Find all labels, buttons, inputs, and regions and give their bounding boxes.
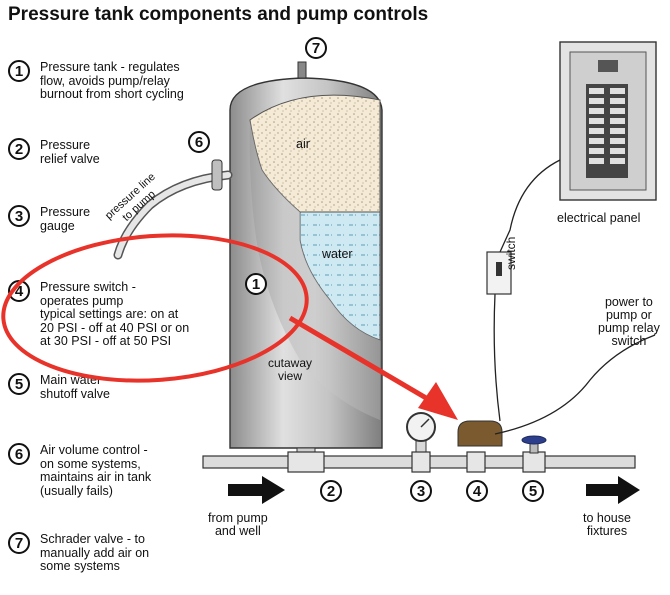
callout-air-control: 6 <box>188 131 210 153</box>
callout-gauge: 3 <box>410 480 432 502</box>
legend-item-4: 4 Pressure switch - operates pump typica… <box>8 280 248 349</box>
label-from-pump: from pump and well <box>208 511 268 538</box>
legend-text: Pressure relief valve <box>40 138 100 166</box>
schrader-valve <box>297 61 307 79</box>
tank-tee <box>287 451 325 473</box>
legend-text: Pressure gauge <box>40 205 91 233</box>
arrow-from-pump <box>228 476 285 504</box>
callout-shutoff: 5 <box>522 480 544 502</box>
annotation-circle <box>1 233 309 383</box>
legend-number: 2 <box>8 138 30 160</box>
legend-item-2: 2 Pressure relief valve <box>8 138 248 166</box>
callout-relief: 2 <box>320 480 342 502</box>
callout-tank: 1 <box>245 273 267 295</box>
legend-number: 6 <box>8 443 30 465</box>
tank-inner-wall <box>249 120 380 420</box>
callout-switch: 4 <box>466 480 488 502</box>
arrow-to-house <box>586 476 640 504</box>
legend-item-6: 6 Air volume control - on some systems, … <box>8 443 248 498</box>
label-power: power to pump or pump relay switch <box>598 295 660 348</box>
shutoff-valve <box>522 451 546 473</box>
legend-number: 5 <box>8 373 30 395</box>
label-electrical-panel: electrical panel <box>557 211 641 225</box>
legend-text: Schrader valve - to manually add air on … <box>40 532 150 573</box>
legend-text: Pressure switch - operates pump typical … <box>40 280 190 348</box>
label-switch: switch <box>504 236 518 270</box>
page-title: Pressure tank components and pump contro… <box>8 4 429 25</box>
pressure-switch <box>457 420 503 447</box>
callout-schrader: 7 <box>305 37 327 59</box>
label-to-house: to house fixtures <box>583 511 631 538</box>
legend-item-1: 1 Pressure tank - regulates flow, avoids… <box>8 60 248 102</box>
air-volume-control <box>211 159 223 191</box>
legend-item-7: 7 Schrader valve - to manually add air o… <box>8 532 248 574</box>
legend-number: 3 <box>8 205 30 227</box>
annotation-arrow-shaft <box>288 315 440 408</box>
label-air: air <box>296 137 310 151</box>
legend-number: 7 <box>8 532 30 554</box>
legend-number: 1 <box>8 60 30 82</box>
label-cutaway: cutaway view <box>268 356 313 383</box>
annotation-arrow-head <box>418 382 458 420</box>
label-water: water <box>322 247 353 261</box>
legend-item-3: 3 Pressure gauge <box>8 205 248 233</box>
legend-text: Pressure tank - regulates flow, avoids p… <box>40 60 184 101</box>
legend-text: Air volume control - on some systems, ma… <box>40 443 152 498</box>
